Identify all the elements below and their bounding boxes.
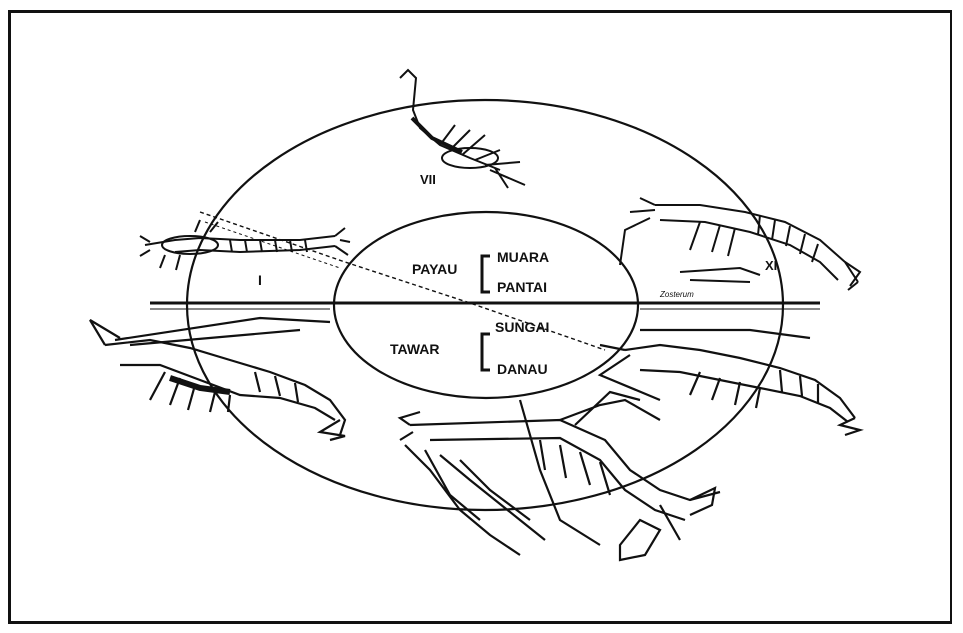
stage-label-vii: VII [420, 172, 436, 187]
habitat-sungai: SUNGAI [495, 319, 549, 335]
juvenile-stage-11-sketch [620, 198, 860, 290]
adult-prawn-bottom-sketch [400, 392, 720, 560]
habitat-fresh-label: TAWAR [390, 341, 440, 357]
adult-shrimp-right-sketch [600, 330, 860, 435]
outer-ellipse [187, 100, 783, 510]
adult-shrimp-left-sketch [90, 318, 345, 440]
habitat-danau: DANAU [497, 361, 548, 377]
stage-label-i: I [258, 272, 262, 288]
stage-label-xi: XI [765, 258, 777, 273]
larva-stage-1-sketch [140, 220, 350, 270]
habitat-brackish-label: PAYAU [412, 261, 457, 277]
larva-stage-7-sketch [400, 70, 525, 188]
habitat-pantai: PANTAI [497, 279, 547, 295]
habitat-muara: MUARA [497, 249, 549, 265]
bracket-fresh [482, 334, 490, 370]
bracket-brackish [482, 256, 490, 292]
sketch-note: Zosterum [659, 290, 694, 299]
